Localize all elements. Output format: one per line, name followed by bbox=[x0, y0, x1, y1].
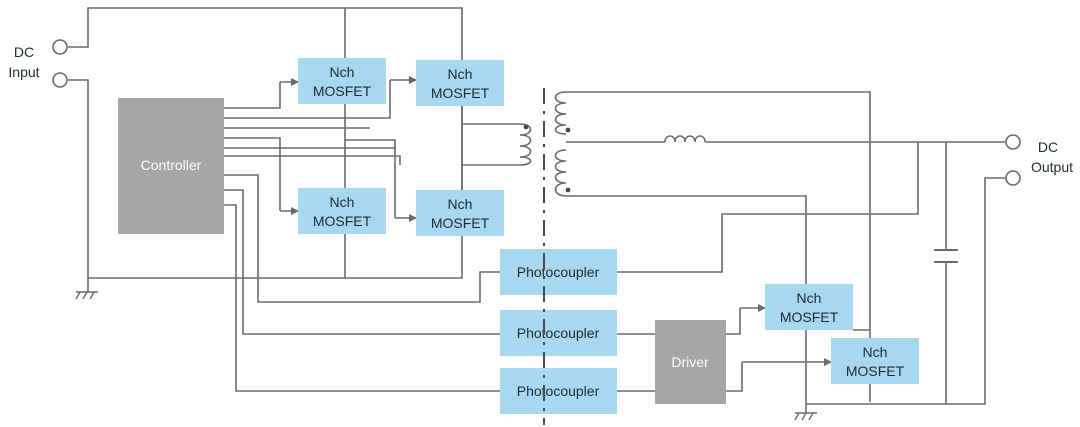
mosfet-label-line2: MOSFET bbox=[313, 83, 372, 99]
mosfet-label-line2: MOSFET bbox=[846, 363, 905, 379]
photocoupler-label: Photocoupler bbox=[517, 264, 600, 280]
mosfet-label-line1: Nch bbox=[863, 344, 888, 360]
inductor-icon bbox=[664, 135, 706, 143]
mosfet-label-line2: MOSFET bbox=[431, 215, 490, 231]
mosfet-label-line1: Nch bbox=[797, 290, 822, 306]
dc-input-terminal-negative bbox=[52, 72, 68, 88]
mosfet-primary-bottom-right: Nch MOSFET bbox=[416, 190, 504, 236]
photocoupler-label: Photocoupler bbox=[517, 383, 600, 399]
photocoupler-sync-lower: Photocoupler bbox=[500, 368, 617, 414]
ground-icon bbox=[75, 291, 98, 300]
dc-input-terminal-positive bbox=[52, 39, 68, 55]
mosfet-primary-top-left: Nch MOSFET bbox=[298, 58, 386, 104]
ground-icon bbox=[794, 412, 817, 421]
dc-output-terminal-positive bbox=[1005, 134, 1021, 150]
dc-output-label-line2: Output bbox=[1031, 159, 1073, 175]
controller-label: Controller bbox=[141, 157, 202, 173]
mosfet-label-line2: MOSFET bbox=[431, 85, 490, 101]
mosfet-primary-bottom-left: Nch MOSFET bbox=[298, 188, 386, 234]
transformer-icon bbox=[519, 91, 571, 197]
signal-arrows bbox=[280, 76, 832, 366]
dc-input-label-line1: DC bbox=[14, 44, 34, 60]
mosfet-primary-top-right: Nch MOSFET bbox=[416, 60, 504, 106]
driver-block bbox=[655, 320, 726, 404]
photocoupler-label: Photocoupler bbox=[517, 325, 600, 341]
dc-output-terminal-negative bbox=[1005, 170, 1021, 186]
driver-label: Driver bbox=[671, 354, 709, 370]
photocoupler-feedback: Photocoupler bbox=[500, 249, 617, 295]
photocoupler-sync-upper: Photocoupler bbox=[500, 310, 617, 356]
mosfet-label-line2: MOSFET bbox=[313, 213, 372, 229]
mosfet-label-line1: Nch bbox=[330, 194, 355, 210]
wiring bbox=[68, 7, 1005, 413]
mosfet-label-line1: Nch bbox=[448, 66, 473, 82]
mosfet-secondary-upper: Nch MOSFET bbox=[765, 284, 853, 330]
mosfet-label-line1: Nch bbox=[448, 196, 473, 212]
mosfet-label-line2: MOSFET bbox=[780, 309, 839, 325]
controller-block bbox=[118, 98, 224, 234]
dc-input-label-line2: Input bbox=[8, 64, 39, 80]
capacitor-icon bbox=[934, 249, 958, 263]
dc-output-label-line1: DC bbox=[1038, 139, 1058, 155]
mosfet-secondary-lower: Nch MOSFET bbox=[831, 338, 919, 384]
mosfet-label-line1: Nch bbox=[330, 64, 355, 80]
